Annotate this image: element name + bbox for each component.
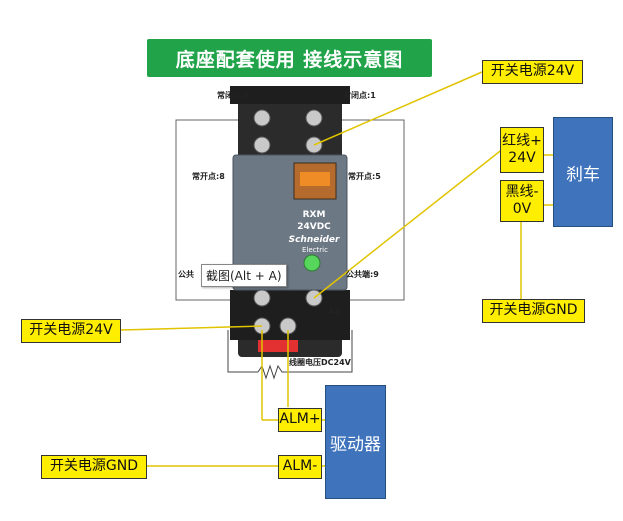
label-a2: A2 (328, 307, 340, 316)
label-com9: 公共端:9 (346, 270, 379, 279)
label-nc4: 常闭点:4 (217, 91, 250, 100)
wire-left-power (120, 325, 263, 331)
label-left-power-24v: 开关电源24V (21, 319, 121, 343)
relay-brand-sub: Electric (302, 246, 328, 254)
relay-indicator (300, 172, 330, 186)
label-no5: 常开点:5 (348, 172, 381, 181)
diagram-title-banner: 底座配套使用 接线示意图 (147, 39, 432, 77)
wire-top-power (313, 71, 483, 146)
relay-brand: Schneider (288, 235, 340, 245)
base-top-rail (230, 86, 350, 104)
red-connector (258, 340, 298, 352)
label-coil-voltage: 线圈电压DC24V (289, 358, 351, 367)
label-no8: 常开点:8 (192, 172, 225, 181)
label-alm-plus: ALM+ (278, 408, 322, 432)
brake-box: 刹车 (553, 117, 613, 227)
relay-led (303, 254, 321, 272)
terminal-screw (253, 136, 271, 154)
wire-red (313, 147, 505, 299)
terminal-screw (253, 109, 271, 127)
relay-model: RXM (302, 210, 326, 220)
label-top-power-24v: 开关电源24V (482, 60, 583, 84)
label-nc1: 常闭点:1 (343, 91, 376, 100)
label-alm-minus: ALM- (278, 455, 322, 479)
label-red-wire: 红线+ 24V (500, 127, 544, 173)
relay-voltage: 24VDC (297, 222, 331, 232)
terminal-screw (305, 109, 323, 127)
driver-box: 驱动器 (325, 385, 386, 499)
screenshot-tooltip: 截图(Alt + A) (201, 264, 287, 287)
label-right-gnd: 开关电源GND (482, 299, 585, 323)
terminal-screw (253, 289, 271, 307)
label-black-wire: 黑线- 0V (500, 180, 544, 222)
label-com-left: 公共 (178, 270, 194, 279)
label-bottom-gnd: 开关电源GND (41, 455, 147, 479)
